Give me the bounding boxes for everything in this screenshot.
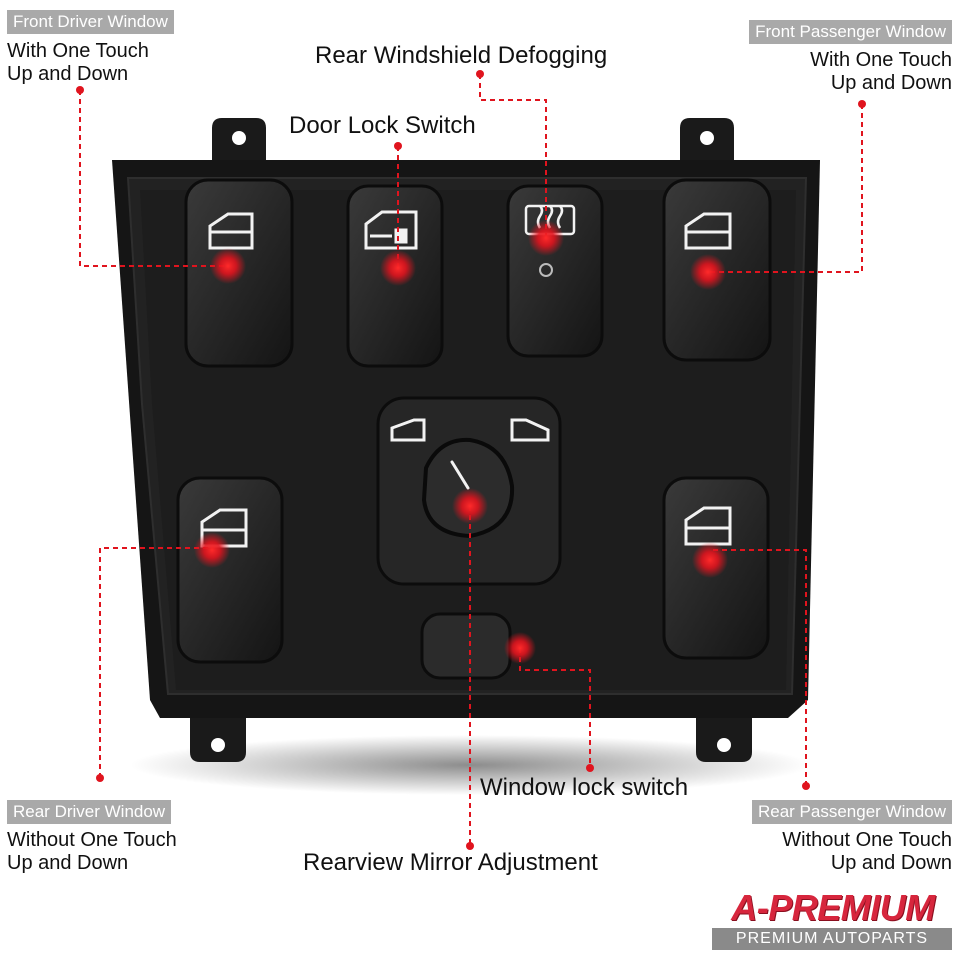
front-passenger-tag: Front Passenger Window <box>749 20 952 44</box>
mirror-right-icon <box>510 418 550 442</box>
rear-driver-line1: Without One Touch <box>7 829 177 851</box>
mirror-left-icon <box>390 418 426 442</box>
rear-defog-button <box>506 184 604 358</box>
rear-passenger-line2: Up and Down <box>830 852 952 874</box>
panel-shadow <box>130 735 810 795</box>
window-icon <box>684 212 732 250</box>
front-driver-line1: With One Touch <box>7 40 149 62</box>
window-lock-button <box>420 612 512 680</box>
window-icon <box>208 212 254 250</box>
window-lock-label: Window lock switch <box>480 774 689 801</box>
rear-driver-tag: Rear Driver Window <box>7 800 172 824</box>
window-icon <box>684 506 732 546</box>
knob-pointer <box>450 460 470 490</box>
markers <box>76 70 866 850</box>
window-icon <box>200 508 248 548</box>
mirror-adjust-label: Rearview Mirror Adjustment <box>303 849 598 876</box>
mounting-tabs <box>190 118 752 762</box>
brand-tagline: PREMIUM AUTOPARTS <box>712 928 952 950</box>
front-passenger-line1: With One Touch <box>810 49 952 71</box>
rear-driver-line2: Up and Down <box>7 852 129 874</box>
rear-driver-button <box>176 476 284 664</box>
brand-name: A-PREMIUM <box>731 887 935 928</box>
front-driver-line2: Up and Down <box>7 63 129 85</box>
front-driver-tag: Front Driver Window <box>7 10 174 34</box>
rear-windshield-label: Rear Windshield Defogging <box>315 42 608 69</box>
brand-logo: A-PREMIUM PREMIUM AUTOPARTS <box>710 888 956 956</box>
rear-passenger-tag: Rear Passenger Window <box>751 800 952 824</box>
rear-passenger-line1: Without One Touch <box>782 829 952 851</box>
front-passenger-line2: Up and Down <box>830 72 952 94</box>
indicator-icon <box>539 263 553 277</box>
door-lock-label: Door Lock Switch <box>289 112 476 139</box>
